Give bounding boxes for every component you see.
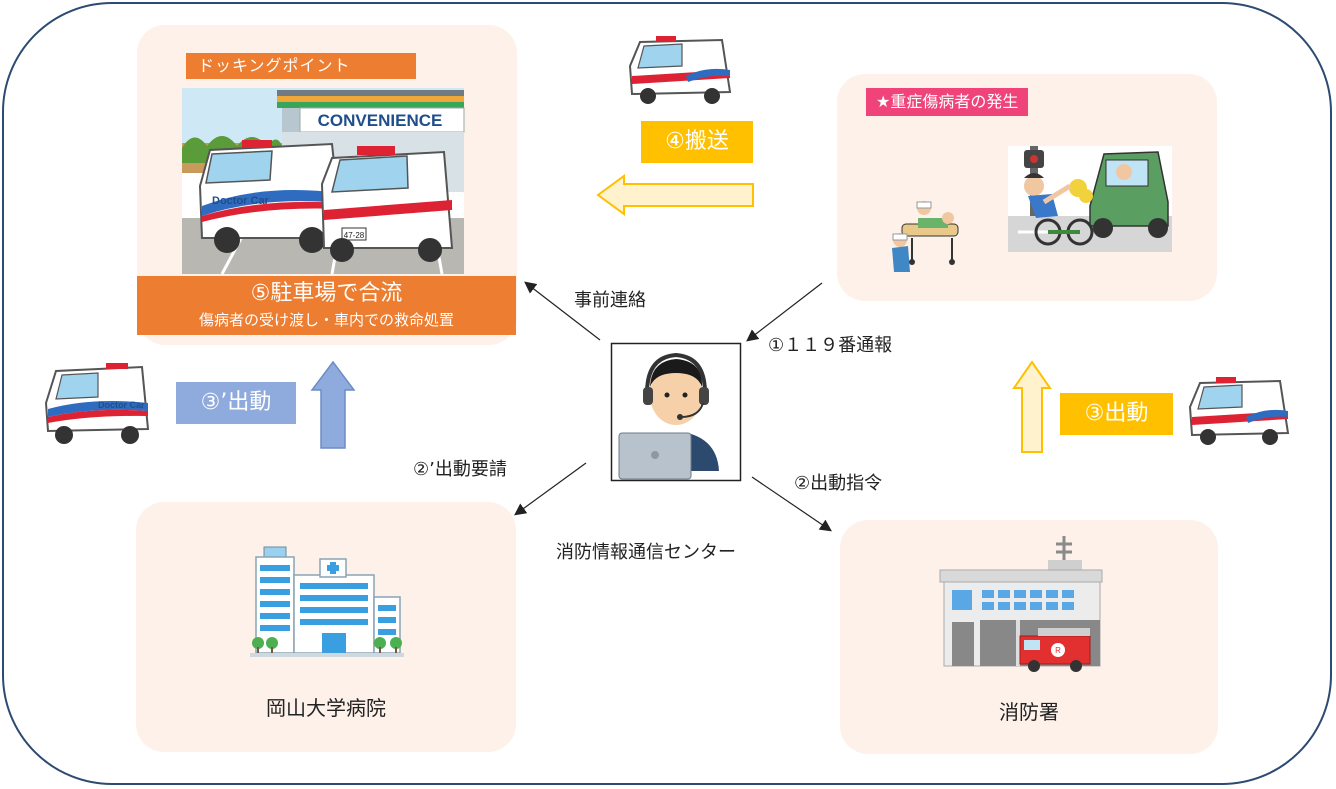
accident-illustration (1008, 146, 1172, 252)
doctor-car-left-icon: Doctor Car (44, 363, 150, 444)
command-arrow (751, 476, 832, 532)
merge-subtitle: 傷病者の受け渡し・車内での救命処置 (198, 311, 454, 329)
fire-station-building-icon: R (939, 536, 1103, 672)
ambulance-top-icon (628, 36, 732, 104)
fire-engine-icon: R (1019, 628, 1091, 672)
hospital-name: 岡山大学病院 (266, 696, 386, 720)
command-label: ②出動指令 (794, 473, 883, 494)
ambulance-right: 47-28 (320, 146, 454, 262)
store-sign: CONVENIENCE (318, 111, 443, 130)
call-119-label: ①１１９番通報 (768, 335, 893, 356)
fire-station-name: 消防署 (999, 700, 1059, 724)
car-label-left: Doctor Car (212, 195, 270, 207)
center-name: 消防情報通信センター (556, 542, 736, 563)
doctor-car-left: Doctor Car (198, 140, 344, 253)
request-arrow (514, 462, 587, 516)
dispatch-up-arrow-right (1012, 360, 1052, 453)
docking-illustration: CONVENIENCE Doctor Car 47-28 (182, 88, 465, 275)
merge-box: ⑤駐車場で合流 傷病者の受け渡し・車内での救命処置 (137, 276, 516, 335)
dispatch-prime-label: ③’出動 (176, 382, 296, 424)
severe-tag: ★重症傷病者の発生 (866, 88, 1029, 116)
docking-tag: ドッキングポイント (186, 53, 416, 79)
merge-title: ⑤駐車場で合流 (250, 281, 403, 306)
call-119-arrow (746, 282, 823, 342)
dispatch-label: ③出動 (1060, 393, 1173, 435)
request-label: ②’出動要請 (413, 459, 507, 480)
transport-arrow (596, 174, 754, 216)
hospital-building-icon (250, 546, 404, 657)
operator-illustration (610, 342, 742, 482)
prior-contact-label: 事前連絡 (574, 290, 646, 311)
license-plate: 47-28 (344, 231, 365, 240)
dispatch-up-arrow-left (310, 360, 356, 449)
prior-contact-arrow (524, 281, 601, 341)
transport-label: ④搬送 (641, 121, 753, 163)
fire-badge: R (1055, 646, 1061, 655)
stretcher-illustration (892, 201, 959, 272)
ambulance-right-icon (1188, 377, 1290, 445)
car-label-small-left: Doctor Car (98, 400, 145, 410)
